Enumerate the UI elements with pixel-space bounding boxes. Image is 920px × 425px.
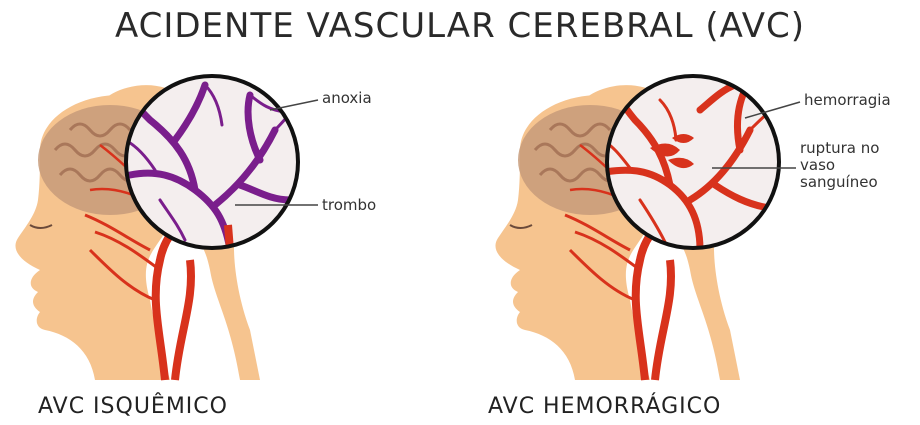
hemorragia-label: hemorragia (804, 92, 891, 109)
ruptura-line-3: sanguíneo (800, 174, 879, 191)
trombo-label: trombo (322, 197, 376, 214)
ischemic-caption: AVC ISQUÊMICO (38, 394, 228, 419)
ruptura-line-2: vaso (800, 157, 879, 174)
hemorrhagic-caption: AVC HEMORRÁGICO (488, 394, 721, 419)
ruptura-line-1: ruptura no (800, 140, 879, 157)
ruptura-label: ruptura no vaso sanguíneo (800, 140, 879, 191)
anoxia-label: anoxia (322, 90, 372, 107)
